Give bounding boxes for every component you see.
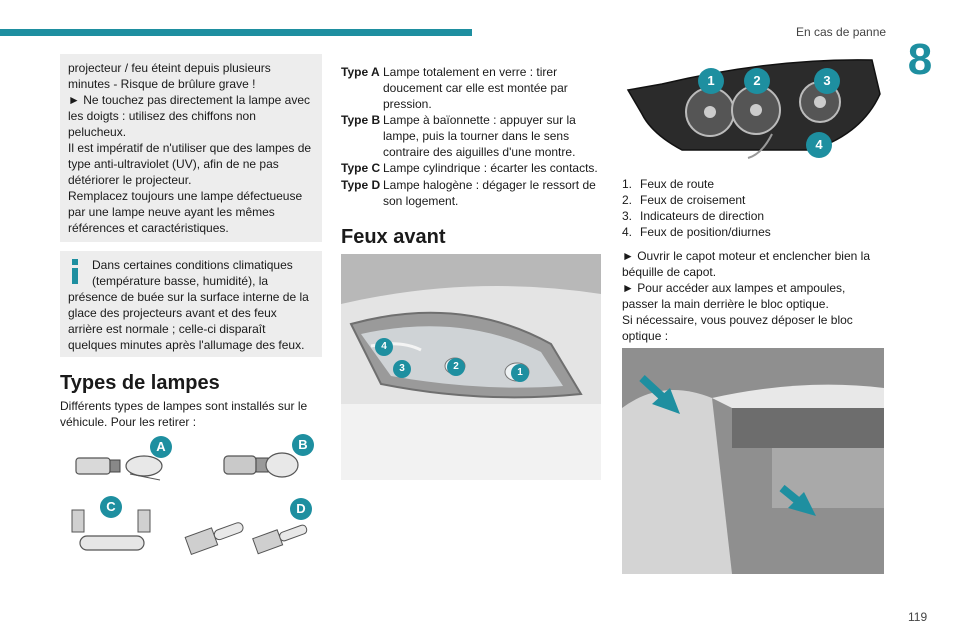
type-desc: Lampe cylindrique : écarter les contacts…: [383, 161, 598, 175]
instruction-line: ► Pour accéder aux lampes et ampoules, p…: [622, 281, 846, 311]
engine-bay-photo: [622, 348, 884, 574]
type-label: Type D: [341, 178, 381, 192]
diagram-badge: 4: [806, 132, 832, 158]
instructions: ► Ouvrir le capot moteur et enclencher b…: [622, 248, 884, 344]
legend-item: 4.Feux de position/diurnes: [622, 225, 771, 239]
type-desc: Lampe halogène : dégager le ressort de s…: [383, 178, 596, 208]
warning-box: projecteur / feu éteint depuis plusieurs…: [60, 54, 322, 242]
lamp-badge: D: [290, 498, 312, 520]
lamp-badge: C: [100, 496, 122, 518]
lamp-c-icon: [71, 509, 151, 551]
lamp-c-figure: C: [66, 496, 166, 562]
front-headlight-photo: 4 3 2 1: [341, 254, 601, 480]
instruction-line: ► Ouvrir le capot moteur et enclencher b…: [622, 249, 870, 279]
info-text-first: Dans certaines conditions climatiques (t…: [92, 258, 293, 288]
lamp-a-figure: A: [70, 436, 190, 490]
type-label: Type B: [341, 113, 381, 127]
type-label: Type A: [341, 65, 380, 79]
diagram-badge: 2: [744, 68, 770, 94]
warning-line: ► Ne touchez pas directement la lampe av…: [68, 93, 310, 139]
types-heading: Types de lampes: [60, 372, 220, 394]
type-desc: Lampe à baïonnette : appuyer sur la lamp…: [383, 113, 576, 159]
page-number: 119: [908, 610, 928, 624]
section-title: En cas de panne: [796, 25, 887, 39]
info-icon: [68, 259, 82, 284]
legend-item: 3.Indicateurs de direction: [622, 209, 765, 223]
info-text-rest: présence de buée sur la surface interne …: [68, 290, 309, 352]
lamp-a-icon: [75, 455, 163, 481]
warning-line: Il est impératif de n'utiliser que des l…: [68, 141, 312, 187]
lamp-d-icon: [184, 522, 308, 555]
photo-badge: 4: [375, 338, 393, 356]
info-box: Dans certaines conditions climatiques (t…: [60, 251, 322, 357]
type-label: Type C: [341, 161, 381, 175]
engine-bay-illustration: [622, 348, 884, 574]
lamp-d-figure: D: [178, 498, 318, 562]
legend-item: 2.Feux de croisement: [622, 193, 746, 207]
headlight-legend: 1.Feux de route 2.Feux de croisement 3.I…: [622, 176, 884, 240]
feux-heading: Feux avant: [341, 226, 446, 248]
header-accent-bar: [0, 29, 472, 36]
diagram-badge: 3: [814, 68, 840, 94]
chapter-number: 8: [907, 35, 933, 84]
diagram-badge: 1: [698, 68, 724, 94]
lamp-badge: B: [292, 434, 314, 456]
lamp-b-figure: B: [220, 434, 320, 490]
photo-badge: 2: [447, 358, 465, 376]
warning-line: Remplacez toujours une lampe défectueuse…: [68, 189, 303, 235]
legend-item: 1.Feux de route: [622, 177, 715, 191]
lamp-badge: A: [150, 436, 172, 458]
headlight-diagram: 1 2 3 4: [622, 54, 884, 170]
photo-badge: 1: [511, 364, 529, 382]
headlight-photo-illustration: [341, 254, 601, 480]
photo-badge: 3: [393, 360, 411, 378]
warning-line: projecteur / feu éteint depuis plusieurs…: [68, 61, 271, 91]
types-intro: Différents types de lampes sont installé…: [60, 399, 308, 429]
instruction-line: Si nécessaire, vous pouvez déposer le bl…: [622, 313, 853, 343]
type-desc: Lampe totalement en verre : tirer doucem…: [383, 65, 568, 111]
lamp-b-icon: [223, 452, 299, 478]
